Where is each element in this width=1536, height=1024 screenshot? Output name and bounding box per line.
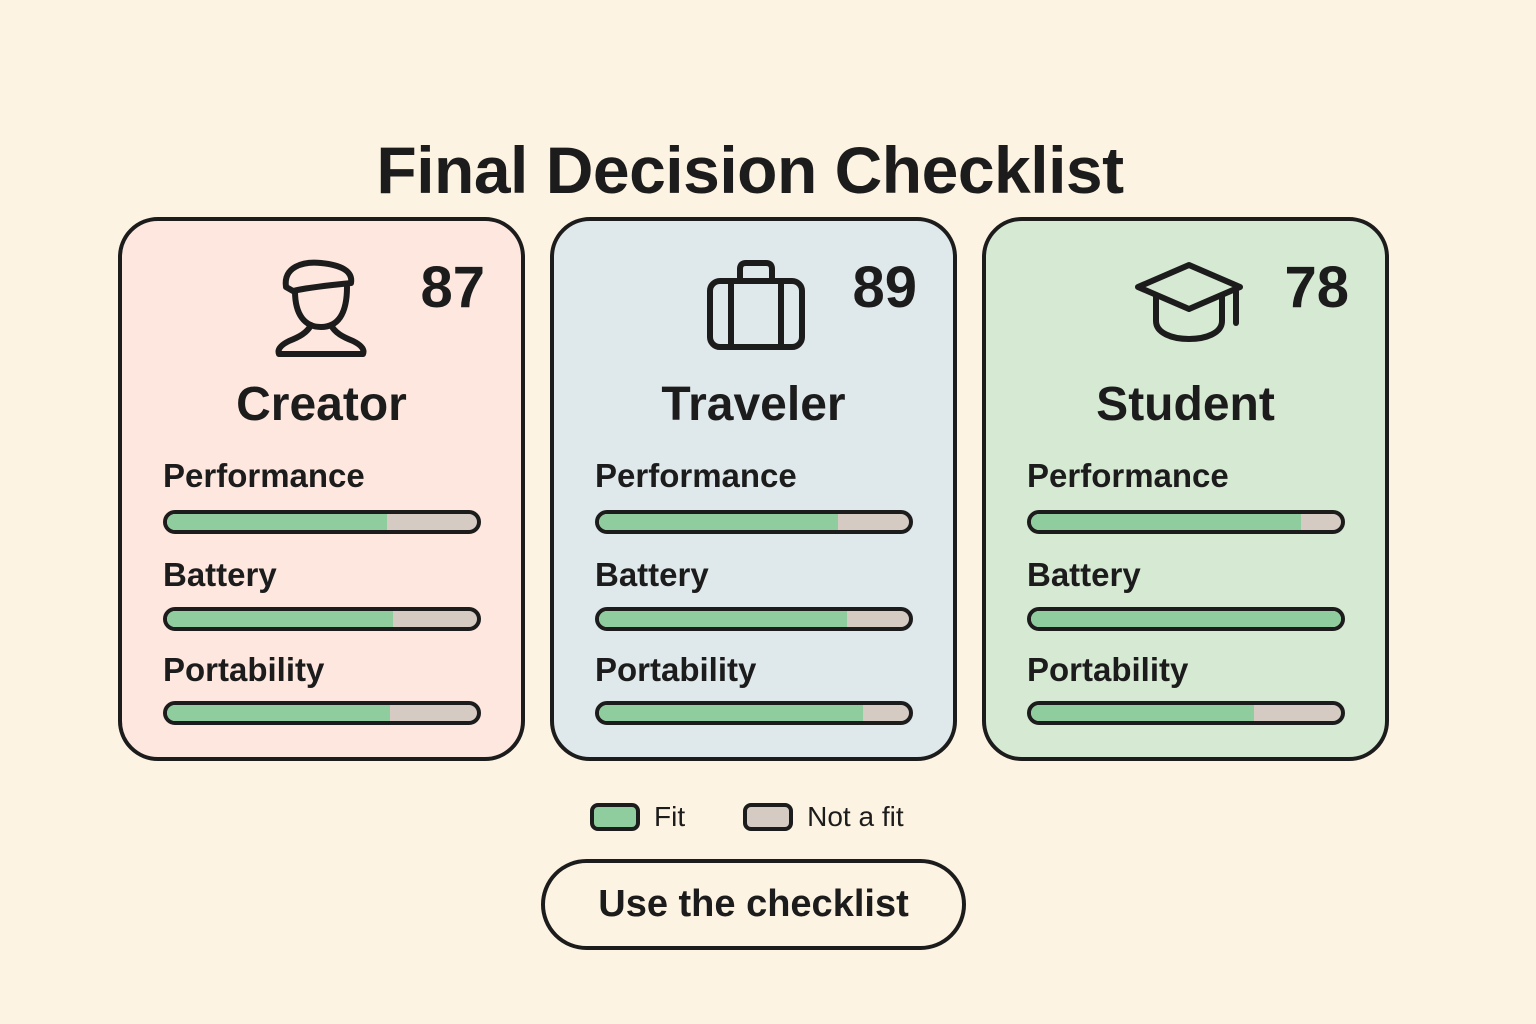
performance-bar bbox=[163, 510, 481, 534]
metric-label-portability: Portability bbox=[163, 651, 325, 688]
legend-item-not-fit: Not a fit bbox=[743, 800, 904, 834]
performance-bar bbox=[1027, 510, 1345, 534]
fit-fill bbox=[1031, 705, 1255, 721]
page-title: Final Decision Checklist bbox=[376, 133, 1124, 208]
score: 89 bbox=[852, 255, 917, 320]
card-student: 78 Student Performance Battery Portabili… bbox=[982, 217, 1389, 761]
use-checklist-button[interactable]: Use the checklist bbox=[541, 859, 966, 950]
card-traveler: 89 Traveler Performance Battery Portabil… bbox=[550, 217, 957, 761]
performance-bar bbox=[595, 510, 913, 534]
metric-label-performance: Performance bbox=[1027, 457, 1229, 494]
card-title: Student bbox=[1096, 378, 1275, 431]
portability-bar bbox=[595, 701, 913, 725]
metric-label-battery: Battery bbox=[163, 556, 277, 593]
legend-label: Fit bbox=[654, 801, 686, 832]
legend: Fit Not a fit bbox=[590, 800, 904, 834]
suitcase-icon bbox=[706, 257, 806, 361]
person-icon bbox=[273, 257, 373, 361]
portability-bar bbox=[163, 701, 481, 725]
legend-item-fit: Fit bbox=[590, 800, 685, 834]
fit-swatch bbox=[590, 803, 640, 831]
score: 87 bbox=[420, 255, 485, 320]
card-title: Traveler bbox=[661, 378, 846, 431]
fit-fill bbox=[1031, 611, 1341, 627]
card-creator: 87 Creator Performance Battery Portabili… bbox=[118, 217, 525, 761]
fit-fill bbox=[599, 705, 863, 721]
fit-fill bbox=[599, 514, 838, 530]
not-fit-swatch bbox=[743, 803, 794, 831]
fit-fill bbox=[167, 514, 388, 530]
metric-label-portability: Portability bbox=[595, 651, 757, 688]
battery-bar bbox=[595, 607, 913, 631]
fit-fill bbox=[167, 705, 391, 721]
card-title: Creator bbox=[236, 378, 407, 431]
score: 78 bbox=[1284, 255, 1349, 320]
battery-bar bbox=[163, 607, 481, 631]
fit-fill bbox=[599, 611, 847, 627]
portability-bar bbox=[1027, 701, 1345, 725]
battery-bar bbox=[1027, 607, 1345, 631]
fit-fill bbox=[1031, 514, 1301, 530]
fit-fill bbox=[167, 611, 394, 627]
metric-label-performance: Performance bbox=[595, 457, 797, 494]
metric-label-performance: Performance bbox=[163, 457, 365, 494]
metric-label-battery: Battery bbox=[595, 556, 709, 593]
metric-label-portability: Portability bbox=[1027, 651, 1189, 688]
metric-label-battery: Battery bbox=[1027, 556, 1141, 593]
legend-label: Not a fit bbox=[807, 801, 904, 832]
graduation-cap-icon bbox=[1132, 257, 1246, 361]
